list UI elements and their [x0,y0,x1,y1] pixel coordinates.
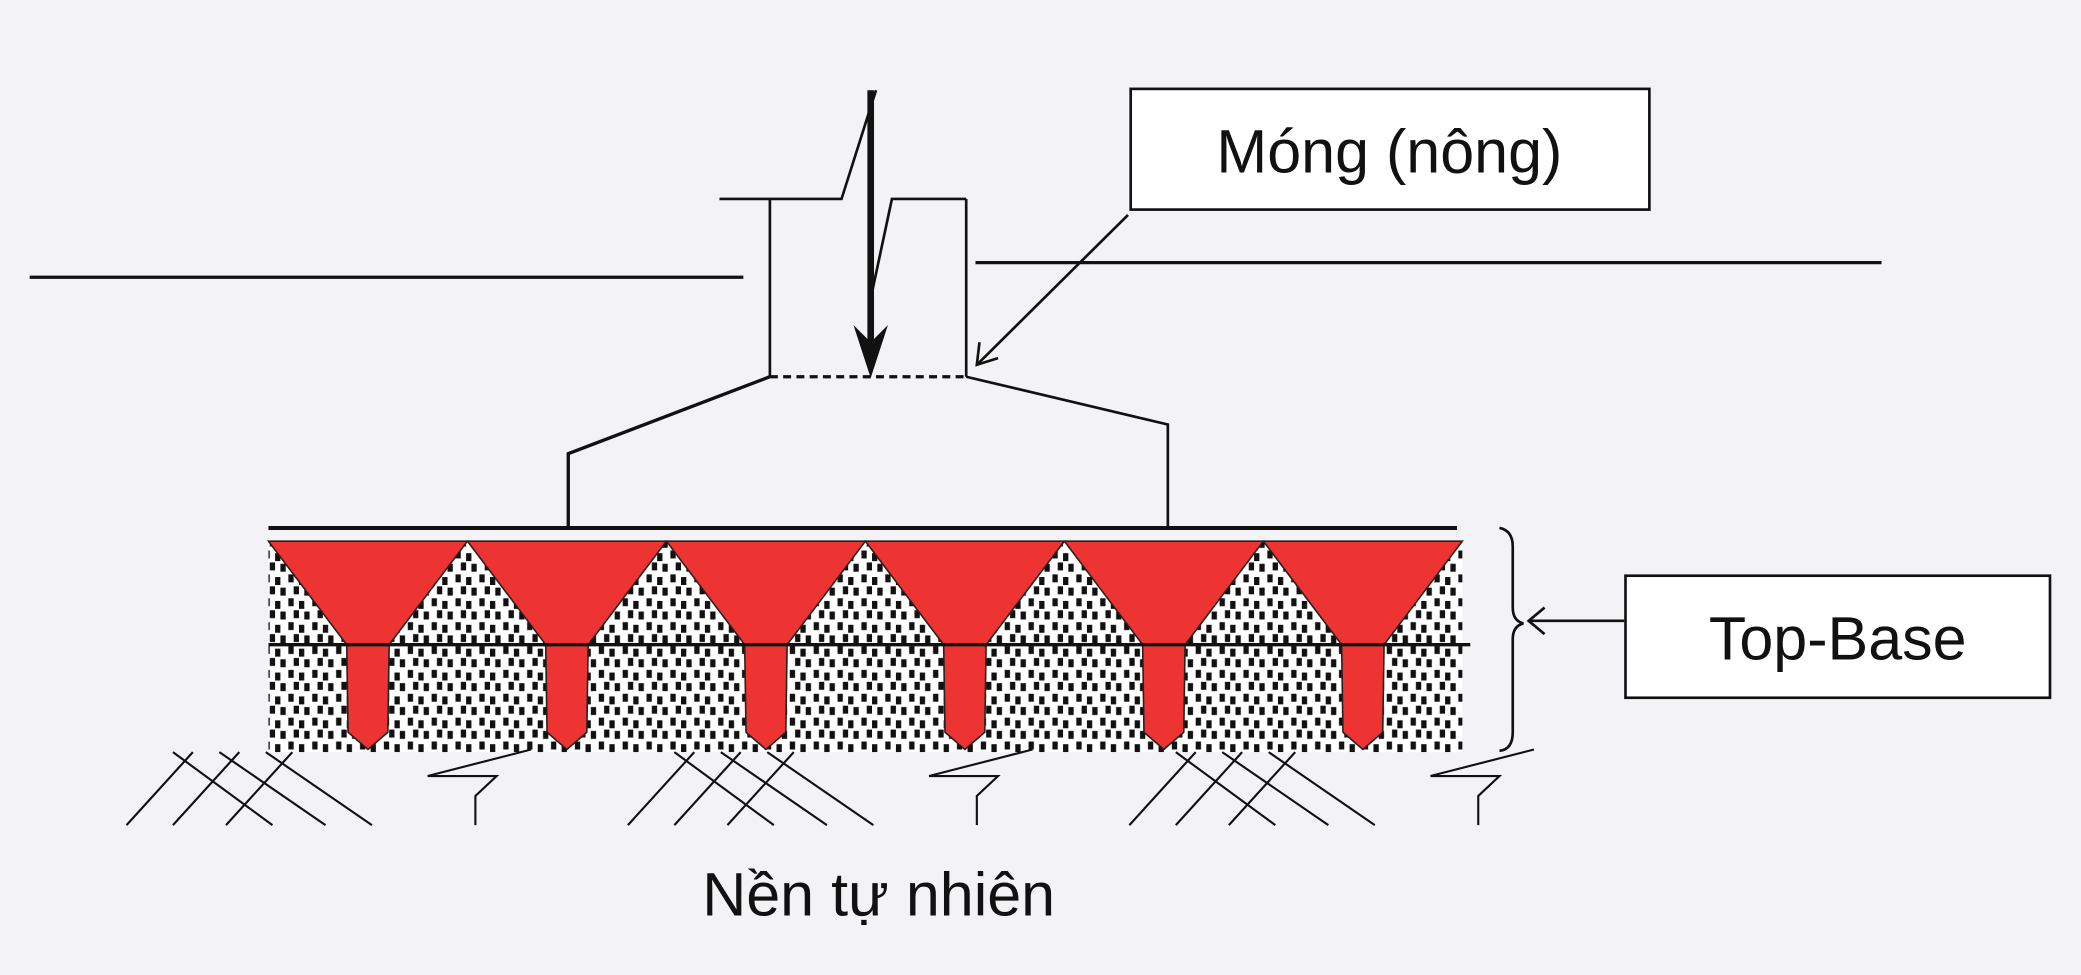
natural-ground-label: Nền tự nhiên [702,860,1055,928]
column [719,89,968,379]
top-base-box [1624,574,2052,700]
footing [566,375,771,528]
ground-hatch-group [125,748,532,826]
top-base-label: Top-Base [1709,604,1967,672]
ground-hatch-group [627,748,1033,826]
gravel-layer [268,541,1463,753]
footing-left [566,375,771,528]
ground-hatch-group [1128,748,1535,826]
footing-right [965,375,1170,528]
natural-ground-hatch [125,748,1535,826]
top-base-arrow [1526,606,1625,636]
foundation-box [1129,87,1651,211]
brace [1499,526,1524,753]
foundation-pointer [975,213,1129,367]
foundation-label: Móng (nông) [1216,117,1562,185]
load-arrow [853,90,888,379]
